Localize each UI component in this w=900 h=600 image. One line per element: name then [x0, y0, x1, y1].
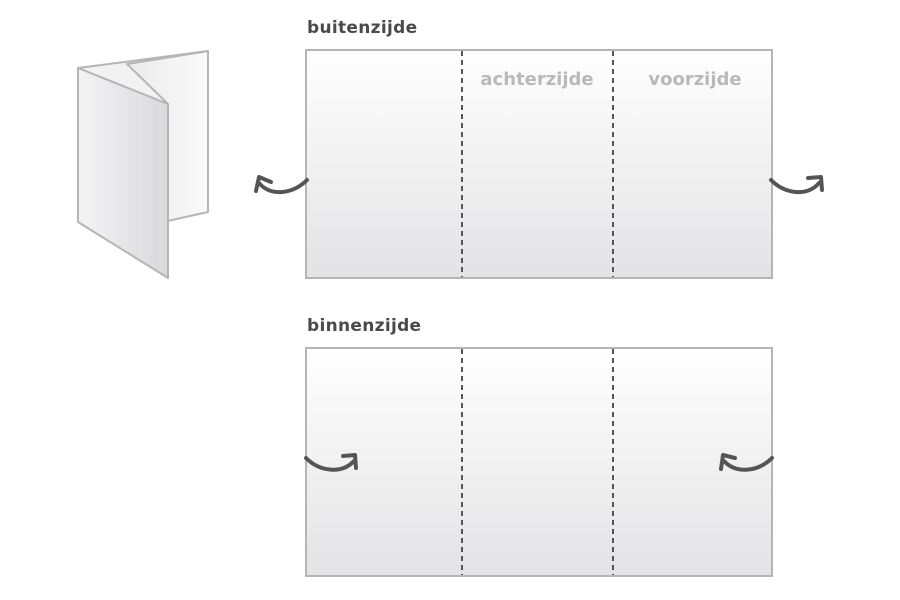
inside-title: binnenzijde [307, 316, 422, 336]
inside-sheet [305, 347, 773, 577]
curved-arrow-icon [769, 175, 824, 194]
outside-sheet: achterzijde voorzijde [305, 49, 773, 279]
brochure-front-leaf [77, 67, 169, 279]
inside-sheet-border [305, 347, 773, 577]
outside-panel-back-label: achterzijde [480, 69, 593, 90]
curved-arrow-icon [719, 453, 774, 472]
curved-arrow-icon [304, 453, 358, 472]
outside-sheet-border [305, 49, 773, 279]
folded-brochure-icon [77, 50, 209, 279]
outside-panel-front-label: voorzijde [648, 69, 741, 90]
curved-arrow-icon [254, 175, 309, 194]
outside-title: buitenzijde [307, 18, 418, 38]
